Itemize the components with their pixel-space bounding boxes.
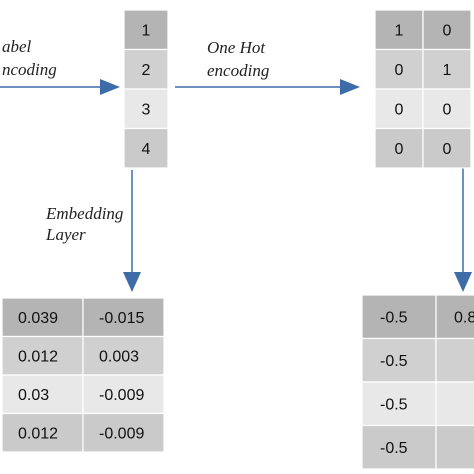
embedding-cell-bg: [1, 412, 84, 453]
embedding-cell: 0.012: [18, 349, 58, 366]
one-hot-cell-bg: [422, 127, 472, 169]
arrow-label-encoding: [0, 79, 120, 95]
embedding-cell: 0.03: [18, 387, 49, 404]
embedding-cell-bg: [82, 412, 165, 453]
one-hot-cell: 0: [395, 102, 404, 119]
one-hot-cell: 0: [395, 141, 404, 158]
label-cell: 3: [142, 102, 151, 119]
embedding-cell: 0.012: [18, 426, 58, 443]
embedding-cell: -0.009: [99, 387, 144, 404]
embedding-cell: -0.015: [99, 310, 144, 327]
output-cell-bg: [361, 381, 437, 427]
label-cell: 4: [142, 141, 151, 158]
label-cell-bg: [123, 88, 169, 130]
label-cell: 1: [142, 23, 151, 40]
output-cell-bg: [435, 381, 474, 427]
one-hot-cell-bg: [422, 88, 472, 130]
arrow-one-hot-encoding: [175, 79, 360, 95]
output-cell: -0.5: [380, 397, 408, 414]
label-cell: 2: [142, 62, 151, 79]
output-cell-bg: [361, 424, 437, 470]
caption-label-encoding-line1: abel: [2, 37, 32, 56]
embedding-cell-bg: [82, 335, 165, 376]
one-hot-cell: 0: [395, 62, 404, 79]
output-cell-bg: [435, 337, 474, 383]
arrow-one-hot-down: [454, 167, 472, 292]
output-cell: -0.5: [380, 353, 408, 370]
caption-one-hot-line2: encoding: [207, 61, 269, 80]
one-hot-table: 1 0 0 1 0 0 0 0: [374, 9, 472, 169]
one-hot-cell: 1: [443, 62, 452, 79]
one-hot-cell-bg: [374, 127, 424, 169]
one-hot-cell: 0: [443, 23, 452, 40]
output-cell-bg: [435, 424, 474, 470]
label-cell-bg: [123, 127, 169, 169]
output-cell-bg: [435, 294, 474, 340]
embedding-table: 0.039 -0.015 0.012 0.003 0.03 -0.009 0.012 -0.0…: [1, 297, 165, 453]
one-hot-cell-bg: [422, 9, 472, 51]
embedding-cell: -0.009: [99, 426, 144, 443]
embedding-output-table: -0.5 0.8 -0.5 -0.5 -0.5: [361, 294, 474, 470]
one-hot-cell: 1: [395, 23, 404, 40]
one-hot-cell-bg: [422, 48, 472, 90]
output-cell: -0.5: [380, 310, 408, 327]
embedding-cell-bg: [82, 297, 165, 338]
one-hot-cell: 0: [443, 141, 452, 158]
arrow-embedding-layer: [123, 170, 141, 292]
caption-label-encoding-line2: ncoding: [2, 60, 57, 79]
caption-embedding-line2: Layer: [45, 225, 86, 244]
label-encoding-column: 1 2 3 4: [123, 9, 169, 169]
embedding-cell: 0.039: [18, 310, 58, 327]
output-cell: 0.8: [454, 310, 474, 327]
embedding-cell-bg: [82, 374, 165, 415]
embedding-cell: 0.003: [99, 349, 139, 366]
one-hot-cell: 0: [443, 102, 452, 119]
label-cell-bg: [123, 9, 169, 51]
caption-embedding-line1: Embedding: [45, 204, 123, 223]
caption-one-hot-line1: One Hot: [207, 38, 266, 57]
output-cell: -0.5: [380, 440, 408, 457]
